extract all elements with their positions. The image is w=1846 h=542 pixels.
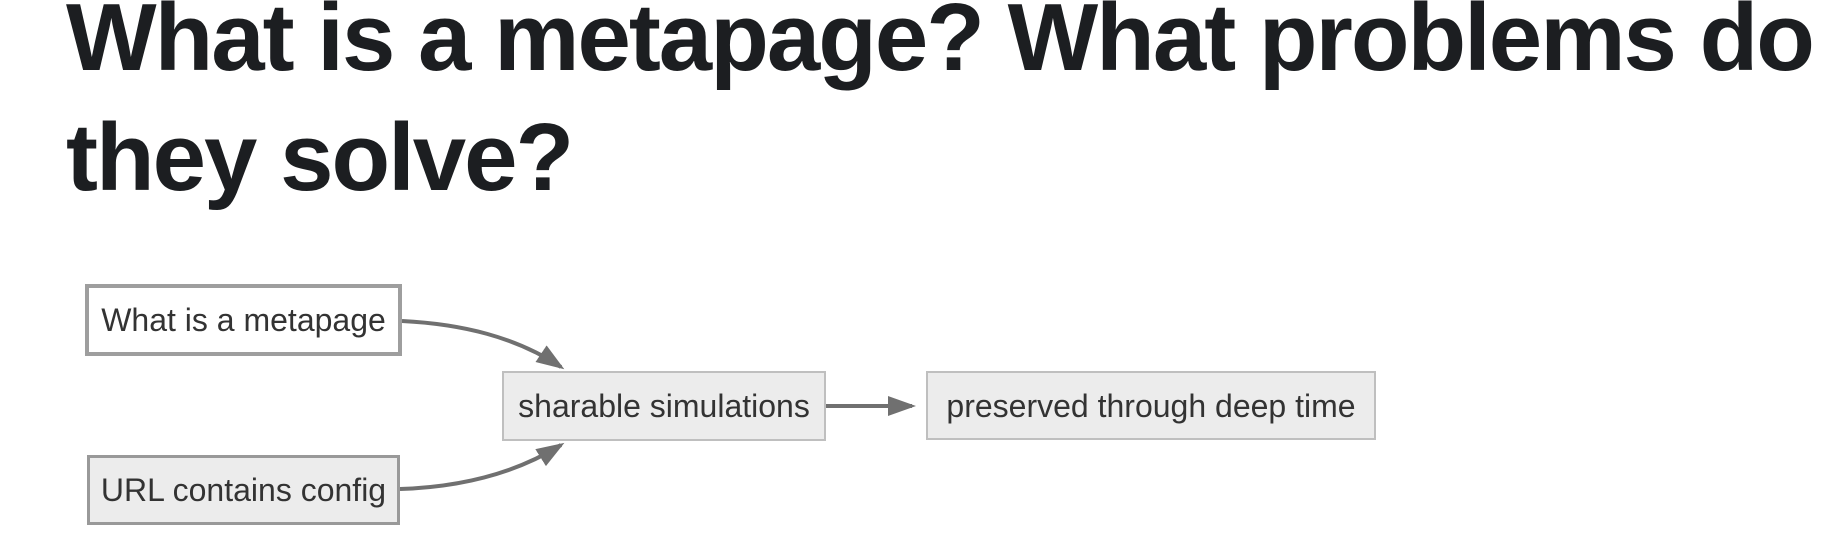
node-preserved-through-deep-time[interactable]: preserved through deep time [926,371,1376,440]
node-url-contains-config[interactable]: URL contains config [87,455,400,525]
node-label: URL contains config [100,472,387,508]
page-title-line2: they solve? [66,104,574,211]
node-label: preserved through deep time [946,387,1356,424]
node-label: What is a metapage [101,302,386,338]
page-title-line1: What is a metapage? What problems do [66,0,1815,91]
edge-what-to-sharable [401,319,565,370]
node-sharable-simulations[interactable]: sharable simulations [502,371,826,441]
node-what-is-a-metapage[interactable]: What is a metapage [85,284,402,356]
page-title: What is a metapage? What problems do they… [66,0,1815,218]
edge-url-to-sharable [399,442,565,491]
node-label: sharable simulations [518,388,810,424]
